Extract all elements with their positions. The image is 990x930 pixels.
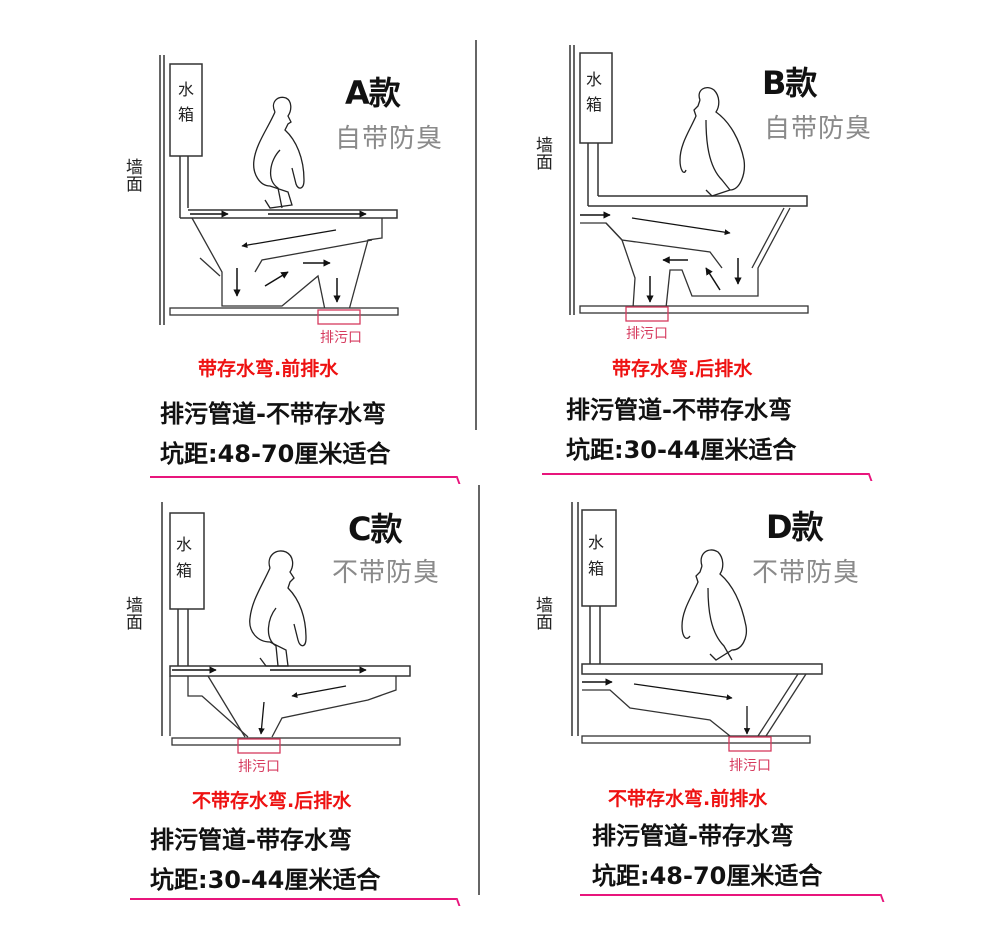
outlet-label: 排污口 bbox=[238, 759, 280, 775]
water-tank bbox=[169, 512, 205, 610]
wall-line bbox=[569, 45, 575, 315]
pit-distance-a: 坑距:48-70厘米适合 bbox=[160, 440, 391, 468]
outlet-box bbox=[317, 309, 361, 325]
odor-label-b: 自带防臭 bbox=[764, 114, 873, 144]
panel-a: 墙面 水 箱 排污口 A款 自带防臭 带存水弯.前排水 排污管 bbox=[120, 40, 480, 480]
svg-text:水: 水 bbox=[176, 535, 192, 554]
outlet-label: 排污口 bbox=[626, 326, 668, 342]
pipe-info-a: 排污管道-不带存水弯 bbox=[160, 400, 386, 428]
toilet-diagram-a: 墙面 水 箱 排污口 bbox=[122, 55, 399, 346]
water-tank bbox=[169, 63, 203, 157]
underline-b bbox=[542, 473, 868, 475]
panel-b: 墙面 水 箱 排污口 B款 自带防臭 带存水弯.后排水 排污管道-不带存水弯 坑… bbox=[530, 40, 890, 480]
water-tank bbox=[579, 52, 613, 144]
squatting-person bbox=[253, 96, 305, 209]
wall-label: 墙面 bbox=[532, 596, 553, 630]
odor-label-d: 不带防臭 bbox=[752, 558, 861, 588]
floor-slab bbox=[581, 735, 811, 744]
svg-text:箱: 箱 bbox=[586, 95, 602, 114]
outlet-box bbox=[728, 736, 772, 752]
outlet-box bbox=[625, 306, 669, 322]
wall-label: 墙面 bbox=[532, 136, 553, 170]
panel-c: 墙面 水 箱 排污口 C款 不带防臭 不带存水弯.后排水 排污管道-带存水弯 坑… bbox=[120, 490, 480, 930]
water-tank bbox=[581, 509, 617, 607]
toilet-diagram-b: 墙面 水 箱 排污口 bbox=[532, 45, 809, 342]
svg-text:水: 水 bbox=[586, 70, 602, 89]
drain-type-a: 带存水弯.前排水 bbox=[198, 358, 339, 380]
svg-text:箱: 箱 bbox=[588, 559, 604, 578]
wall-line bbox=[159, 55, 165, 325]
panel-d: 墙面 水 箱 排污口 D款 不带防臭 不带存水弯.前排水 排污管道-带存水弯 坑… bbox=[530, 490, 890, 930]
toilet-diagram-c: 墙面 水 箱 排污口 bbox=[122, 502, 411, 775]
odor-label-a: 自带防臭 bbox=[335, 124, 444, 154]
model-title-a: A款 bbox=[345, 74, 401, 112]
drain-type-c: 不带存水弯.后排水 bbox=[192, 790, 352, 812]
drain-type-d: 不带存水弯.前排水 bbox=[608, 788, 768, 810]
svg-text:箱: 箱 bbox=[176, 561, 192, 580]
squatting-person bbox=[681, 549, 748, 661]
outlet-label: 排污口 bbox=[320, 330, 362, 346]
vertical-divider-bottom bbox=[478, 485, 480, 895]
model-title-d: D款 bbox=[766, 508, 824, 546]
model-title-b: B款 bbox=[762, 64, 817, 102]
wall-label: 墙面 bbox=[122, 596, 143, 630]
wall-label: 墙面 bbox=[122, 158, 143, 192]
drain-type-b: 带存水弯.后排水 bbox=[612, 358, 753, 380]
floor-slab bbox=[579, 305, 809, 314]
pit-distance-d: 坑距:48-70厘米适合 bbox=[592, 862, 823, 890]
odor-label-c: 不带防臭 bbox=[332, 558, 441, 588]
underline-a bbox=[150, 476, 456, 478]
pipe-info-d: 排污管道-带存水弯 bbox=[592, 822, 794, 850]
vertical-divider-top bbox=[475, 40, 477, 430]
pipe-info-b: 排污管道-不带存水弯 bbox=[566, 396, 792, 424]
svg-text:水: 水 bbox=[588, 533, 604, 552]
svg-text:水: 水 bbox=[178, 80, 194, 99]
underline-d bbox=[580, 894, 880, 896]
squatting-person bbox=[679, 86, 746, 197]
svg-text:箱: 箱 bbox=[178, 105, 194, 124]
toilet-diagram-d: 墙面 水 箱 排污口 bbox=[532, 502, 823, 774]
floor-slab bbox=[169, 307, 399, 316]
underline-c bbox=[130, 898, 456, 900]
pipe-info-c: 排污管道-带存水弯 bbox=[150, 826, 352, 854]
wall-line bbox=[571, 502, 579, 736]
pit-distance-b: 坑距:30-44厘米适合 bbox=[566, 436, 797, 464]
model-title-c: C款 bbox=[348, 510, 402, 548]
outlet-box bbox=[237, 738, 281, 754]
outlet-label: 排污口 bbox=[729, 758, 771, 774]
floor-slab bbox=[171, 737, 401, 746]
squatting-person bbox=[249, 550, 307, 667]
pit-distance-c: 坑距:30-44厘米适合 bbox=[150, 866, 381, 894]
